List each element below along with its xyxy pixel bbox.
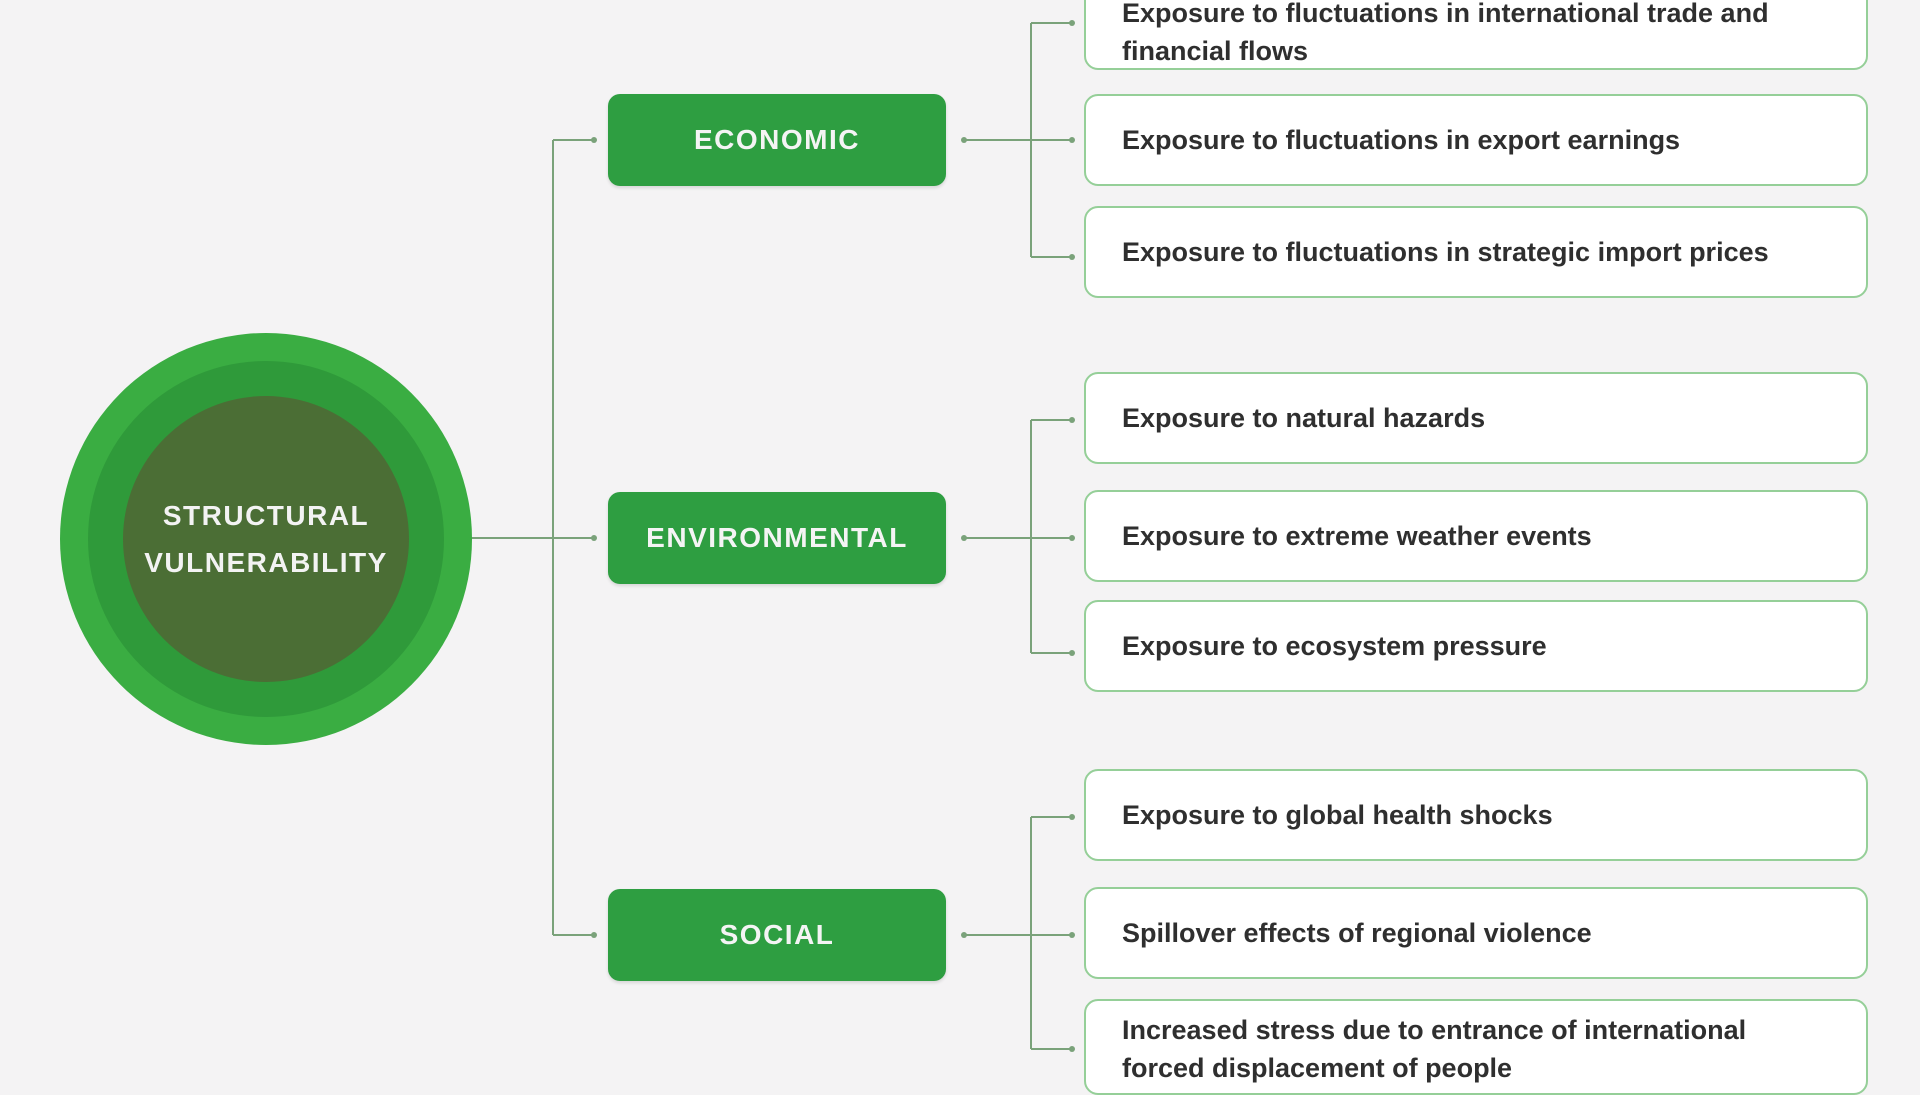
- connector-dot: [1069, 254, 1075, 260]
- connector-dot: [591, 932, 597, 938]
- category-social: SOCIAL: [608, 889, 946, 981]
- environmental-item-extreme-weather: Exposure to extreme weather events: [1084, 490, 1868, 582]
- economic-item-import-prices: Exposure to fluctuations in strategic im…: [1084, 206, 1868, 298]
- central-node-label-line-1: STRUCTURAL: [162, 500, 370, 531]
- central-node-label: STRUCTURAL VULNERABILITY: [136, 492, 396, 586]
- connector-dot: [1069, 814, 1075, 820]
- connector-dot: [1069, 535, 1075, 541]
- category-economic: ECONOMIC: [608, 94, 946, 186]
- connector-dot: [1069, 137, 1075, 143]
- connector-dot: [1069, 20, 1075, 26]
- category-environmental: ENVIRONMENTAL: [608, 492, 946, 584]
- connector-dot: [1069, 1046, 1075, 1052]
- environmental-item-natural-hazards: Exposure to natural hazards: [1084, 372, 1868, 464]
- central-node-label-line-2: VULNERABILITY: [144, 547, 388, 578]
- social-item-global-health-shocks: Exposure to global health shocks: [1084, 769, 1868, 861]
- connector-dot: [591, 535, 597, 541]
- environmental-item-ecosystem-pressure: Exposure to ecosystem pressure: [1084, 600, 1868, 692]
- economic-item-export-earnings: Exposure to fluctuations in export earni…: [1084, 94, 1868, 186]
- connector-dot: [591, 137, 597, 143]
- connector-dot: [1069, 932, 1075, 938]
- social-item-regional-violence: Spillover effects of regional violence: [1084, 887, 1868, 979]
- central-node: STRUCTURAL VULNERABILITY: [123, 396, 409, 682]
- social-item-forced-displacement: Increased stress due to entrance of inte…: [1084, 999, 1868, 1095]
- economic-item-trade-financial-flows: Exposure to fluctuations in internationa…: [1084, 0, 1868, 70]
- connector-dot: [1069, 417, 1075, 423]
- connector-dot: [1069, 650, 1075, 656]
